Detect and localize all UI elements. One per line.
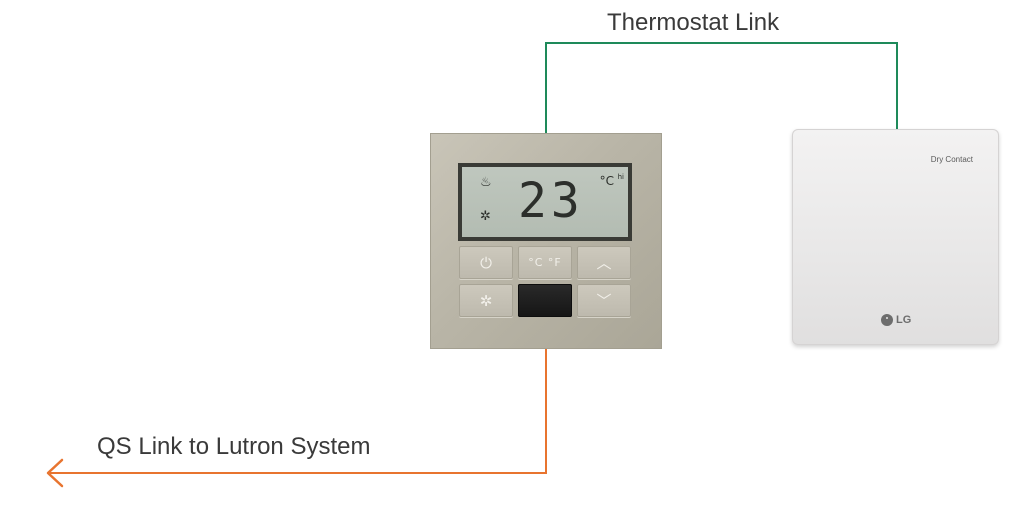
temp-down-button[interactable]: ﹀ bbox=[577, 284, 631, 317]
lcd-display: ♨ ✲ 23 °C hi bbox=[458, 163, 632, 241]
temperature-readout: 23 bbox=[518, 173, 584, 229]
thermostat-link-line bbox=[545, 42, 898, 133]
qs-link-line bbox=[50, 349, 547, 474]
dry-contact-label: Dry Contact bbox=[930, 155, 973, 164]
chevron-up-icon: ︿ bbox=[596, 254, 612, 272]
temp-up-button[interactable]: ︿ bbox=[577, 246, 631, 279]
power-button[interactable]: ⏻ bbox=[459, 246, 513, 279]
lg-brand-text: LG bbox=[896, 314, 912, 326]
fan-button[interactable]: ✲ bbox=[459, 284, 513, 317]
fan-button-icon: ✲ bbox=[479, 291, 493, 310]
dry-contact-unit: Dry Contact LG bbox=[792, 129, 999, 345]
lg-logo-icon bbox=[881, 314, 893, 326]
units-label: °C °F bbox=[528, 256, 562, 269]
unit-superscript: hi bbox=[617, 173, 624, 181]
qs-link-arrowhead bbox=[46, 458, 64, 488]
blank-button[interactable] bbox=[518, 284, 572, 317]
chevron-down-icon: ﹀ bbox=[596, 292, 612, 310]
flame-icon: ♨ bbox=[480, 175, 492, 190]
power-icon: ⏻ bbox=[480, 253, 492, 272]
units-toggle-button[interactable]: °C °F bbox=[518, 246, 572, 279]
temperature-unit: °C bbox=[599, 174, 614, 188]
thermostat-link-label: Thermostat Link bbox=[607, 9, 780, 36]
qs-link-label: QS Link to Lutron System bbox=[97, 433, 371, 460]
lg-logo: LG bbox=[881, 314, 911, 326]
fan-icon: ✲ bbox=[480, 209, 491, 224]
